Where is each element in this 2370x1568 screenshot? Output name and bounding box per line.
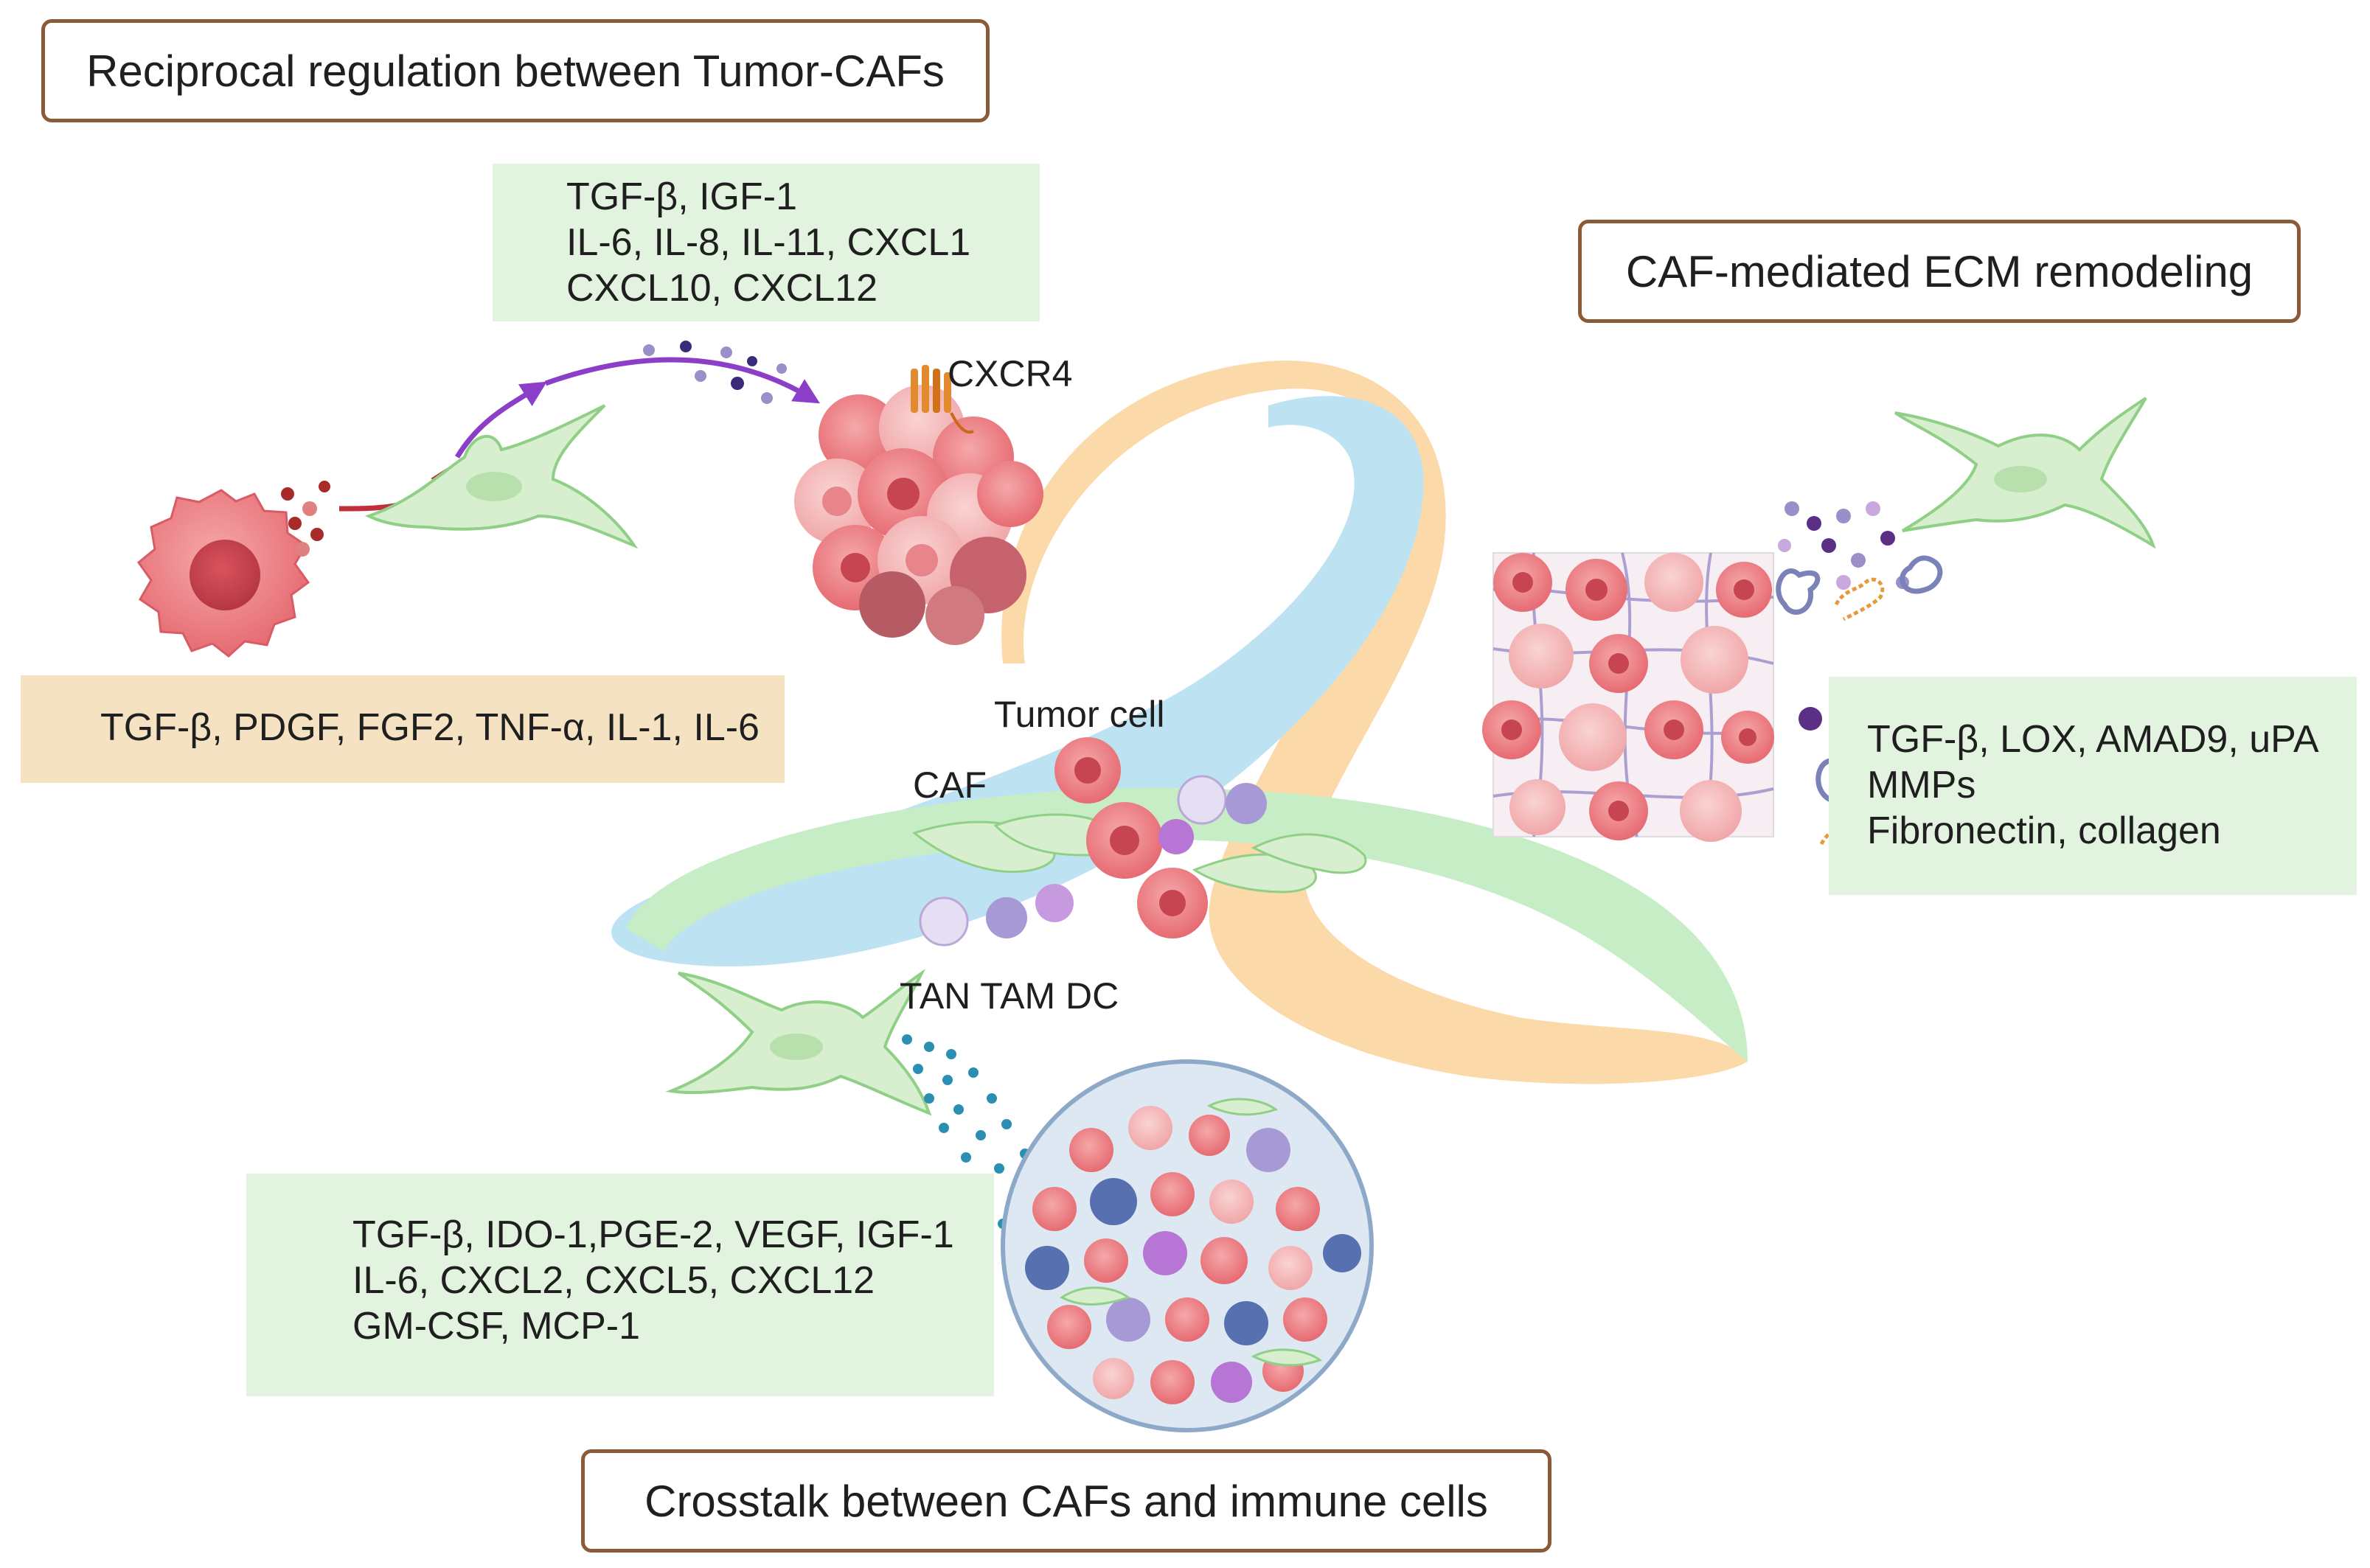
title-reciprocal-regulation: Reciprocal regulation between Tumor-CAFs xyxy=(41,19,990,122)
title-ecm-remodeling: CAF-mediated ECM remodeling xyxy=(1578,220,2301,323)
panel-immune-factors: TGF-β, IDO-1,PGE-2, VEGF, IGF-1 IL-6, CX… xyxy=(246,1174,994,1396)
panel-ecm-factors: TGF-β, LOX, AMAD9, uPA MMPs Fibronectin,… xyxy=(1799,677,2357,895)
ligand-dots-icon xyxy=(281,481,330,557)
ecm-secreted-factors xyxy=(1776,501,1943,621)
factor-line: TGF-β, PDGF, FGF2, TNF-α, IL-1, IL-6 xyxy=(100,706,760,749)
central-cells xyxy=(911,737,1367,947)
receptor-icon xyxy=(911,365,974,434)
arrow-caf-to-spheroid-2 xyxy=(544,357,821,404)
fibroblast-icon xyxy=(364,404,639,549)
ecm-tissue-icon xyxy=(1482,552,1774,842)
caf-cells xyxy=(911,813,1367,893)
factor-line: IL-6, IL-8, IL-11, CXCL1 xyxy=(566,221,971,264)
factor-line: IL-6, CXCL2, CXCL5, CXCL12 xyxy=(352,1259,875,1302)
arrow-caf-to-spheroid xyxy=(454,381,547,459)
label-cxcr4: CXCR4 xyxy=(948,353,1073,394)
band-green xyxy=(627,787,1748,1062)
immune-tissue-icon xyxy=(1001,1059,1374,1432)
label-tumor-cell: Tumor cell xyxy=(994,694,1165,735)
factor-line: TGF-β, IDO-1,PGE-2, VEGF, IGF-1 xyxy=(352,1213,954,1256)
tumor-cell-icon xyxy=(136,489,310,658)
ligand-dots-purple xyxy=(643,341,787,404)
tumor-spheroid-icon xyxy=(794,385,1043,645)
factor-line: TGF-β, IGF-1 xyxy=(566,175,797,218)
factor-line: TGF-β, LOX, AMAD9, uPA xyxy=(1867,718,2319,761)
mmp-icon xyxy=(1776,568,1821,615)
fibroblast-icon-immune xyxy=(665,969,932,1116)
factor-line: CXCL10, CXCL12 xyxy=(566,267,878,310)
title-crosstalk-immune: Crosstalk between CAFs and immune cells xyxy=(581,1449,1551,1553)
label-caf: CAF xyxy=(913,764,987,806)
label-immune-cells: TAN TAM DC xyxy=(900,975,1119,1017)
panel-tumor-to-caf-factors: TGF-β, PDGF, FGF2, TNF-α, IL-1, IL-6 xyxy=(21,675,785,783)
fibroblast-icon-ecm xyxy=(1894,397,2156,549)
factor-line: Fibronectin, collagen xyxy=(1867,809,2221,852)
factor-line: GM-CSF, MCP-1 xyxy=(352,1305,640,1348)
factor-line: MMPs xyxy=(1867,764,1976,806)
panel-caf-to-tumor-factors: TGF-β, IGF-1 IL-6, IL-8, IL-11, CXCL1 CX… xyxy=(493,164,1040,321)
